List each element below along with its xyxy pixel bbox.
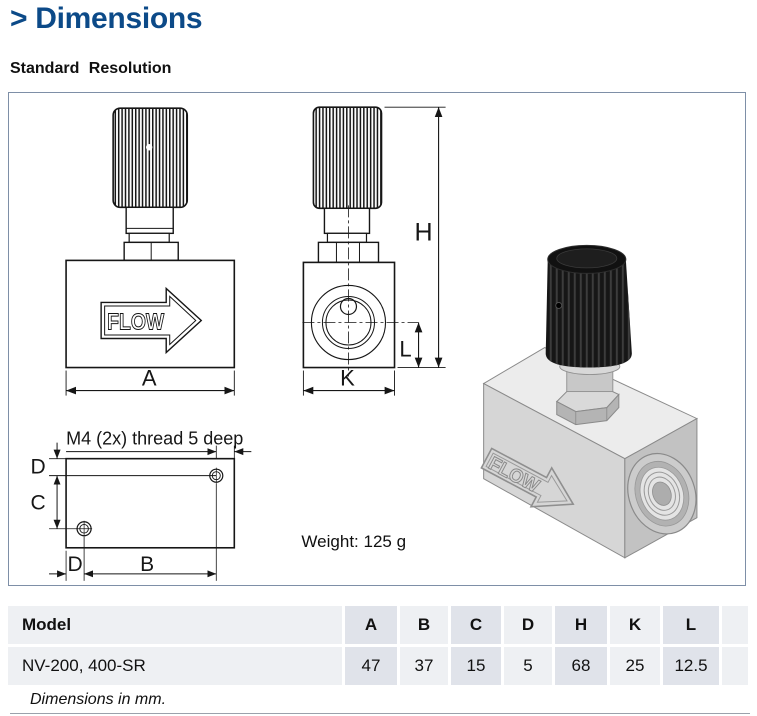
table-cell-c: 15 <box>451 647 501 685</box>
side-knob <box>312 106 383 210</box>
thread-note: M4 (2x) thread 5 deep <box>66 429 243 449</box>
table-cell-k: 25 <box>610 647 660 685</box>
side-view-drawing: H L K <box>302 106 446 396</box>
table-cell-d: 5 <box>504 647 552 685</box>
dimension-drawing-panel: FLOW A <box>8 92 746 586</box>
dim-label-d-top: D <box>30 456 45 479</box>
dim-label-c: C <box>30 492 45 515</box>
table-cell-a: 47 <box>345 647 397 685</box>
dimensions-footnote: Dimensions in mm. <box>30 691 167 708</box>
flow-arrow-front: FLOW <box>100 286 203 355</box>
front-knob <box>112 107 189 209</box>
bottom-plate <box>65 457 236 549</box>
flow-label-front: FLOW <box>107 308 164 334</box>
table-cell-h: 68 <box>555 647 607 685</box>
table-header-h: H <box>555 606 607 644</box>
port-hole-3d <box>627 452 697 535</box>
dimension-table: Model A B C D H K L NV-200, 400-SR 47 37… <box>8 606 748 685</box>
table-header-model: Model <box>8 606 342 644</box>
dim-label-a: A <box>142 366 157 391</box>
bottom-divider <box>10 713 750 714</box>
valve-3d-render: FLOW <box>480 244 699 559</box>
table-header-d: D <box>504 606 552 644</box>
dim-label-l: L <box>399 337 411 362</box>
bottom-view-drawing: M4 (2x) thread 5 deep <box>30 429 252 581</box>
section-subtitle: Standard Resolution <box>10 60 172 77</box>
table-cell-b: 37 <box>400 647 448 685</box>
technical-drawing-svg: FLOW A <box>30 106 699 581</box>
table-header-l: L <box>663 606 719 644</box>
table-cell-filler <box>722 647 748 685</box>
table-cell-l: 12.5 <box>663 647 719 685</box>
table-header-b: B <box>400 606 448 644</box>
dim-label-h: H <box>415 218 433 246</box>
table-cell-model: NV-200, 400-SR <box>8 647 342 685</box>
table-header-a: A <box>345 606 397 644</box>
table-header-c: C <box>451 606 501 644</box>
table-header-k: K <box>610 606 660 644</box>
dim-label-d-bottom: D <box>67 553 82 576</box>
dim-label-b: B <box>140 553 154 576</box>
table-header-filler <box>722 606 748 644</box>
front-knob-dot <box>145 144 153 151</box>
page-title: > Dimensions <box>10 2 203 35</box>
weight-note: Weight: 125 g <box>301 532 406 551</box>
dim-label-k: K <box>340 366 355 391</box>
front-view-drawing: FLOW A <box>65 107 236 396</box>
